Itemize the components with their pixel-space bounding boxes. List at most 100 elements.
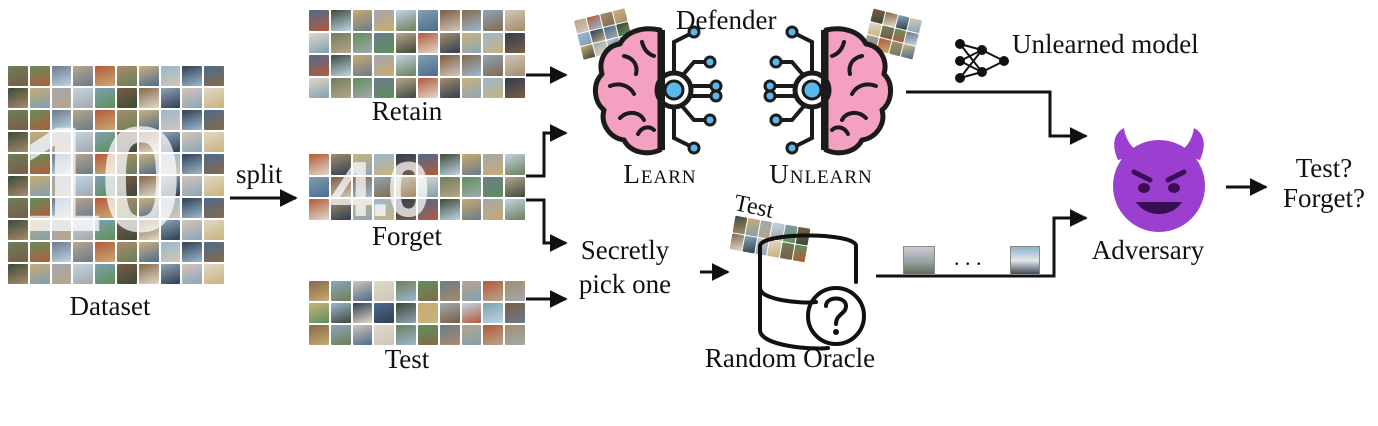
thumbnail-image <box>8 88 28 108</box>
thumbnail-image <box>8 220 28 240</box>
thumbnail-image <box>51 264 72 284</box>
retain-label: Retain <box>371 96 443 126</box>
thumbnail-image <box>160 154 181 174</box>
thumbnail-image <box>182 198 203 218</box>
thumbnail-image <box>374 10 395 31</box>
thumbnail-image <box>73 220 94 240</box>
thumbnail-image <box>138 66 159 86</box>
thumbnail-image <box>439 325 460 345</box>
thumbnail-image <box>374 303 395 323</box>
thumbnail-image <box>330 325 351 345</box>
thumbnail-image <box>204 198 224 218</box>
thumbnail-image <box>51 220 72 240</box>
thumbnail-image <box>352 32 373 53</box>
thumbnail-image <box>182 176 203 196</box>
thumbnail-image <box>483 32 504 53</box>
thumbnail-image <box>95 132 115 152</box>
thumbnail-image <box>505 55 525 76</box>
thumbnail-image <box>417 77 438 98</box>
thumbnail-image <box>330 77 351 98</box>
thumbnail-image <box>160 264 181 284</box>
thumbnail-image <box>309 55 329 76</box>
thumbnail-image <box>439 32 460 53</box>
thumbnail-image <box>461 154 482 175</box>
thumbnail-image <box>8 66 28 86</box>
thumbnail-image <box>73 242 94 262</box>
thumbnail-image <box>8 198 28 218</box>
thumbnail-image <box>116 66 137 86</box>
thumbnail-image <box>396 77 416 98</box>
thumbnail-image <box>439 199 460 220</box>
thumbnail-image <box>8 110 28 130</box>
thumbnail-image <box>352 176 373 198</box>
thumbnail-image <box>461 77 482 98</box>
thumbnail-image <box>160 132 181 152</box>
unlearn-label: Unlearn <box>769 159 873 189</box>
thumbnail-image <box>417 10 438 31</box>
thumbnail-image <box>330 10 351 31</box>
thumbnail-image <box>116 132 137 152</box>
thumbnail-image <box>417 325 438 345</box>
thumbnail-image <box>483 199 504 220</box>
thumbnail-image <box>29 264 50 284</box>
thumbnail-image <box>51 154 72 174</box>
thumbnail-image <box>374 154 395 175</box>
thumbnail-image <box>95 66 115 86</box>
thumbnail-image <box>204 88 224 108</box>
brain-learn-icon <box>593 25 723 156</box>
thumbnail-image <box>309 32 329 53</box>
thumbnail-image <box>396 55 416 76</box>
thumbnail-image <box>396 10 416 31</box>
thumbnail-image <box>483 303 504 323</box>
thumbnail-image <box>330 154 351 175</box>
thumbnail-image <box>51 66 72 86</box>
secretly-pick-line2: pick one <box>578 269 672 299</box>
thumbnail-image <box>204 132 224 152</box>
thumbnail-image <box>439 55 460 76</box>
thumbnail-image <box>182 220 203 240</box>
thumbnail-image <box>330 281 351 301</box>
thumbnail-image <box>309 199 329 220</box>
dataset-image-grid <box>8 66 224 284</box>
thumbnail-image <box>330 176 351 198</box>
retain-image-grid <box>309 10 525 98</box>
thumbnail-image <box>439 77 460 98</box>
thumbnail-image <box>116 154 137 174</box>
thumbnail-image <box>73 66 94 86</box>
thumbnail-image <box>182 264 203 284</box>
thumbnail-image <box>95 220 115 240</box>
secretly-pick-line1: Secretly <box>580 235 670 265</box>
smiling-devil-emoji-icon <box>1113 128 1205 232</box>
thumbnail-image <box>73 110 94 130</box>
thumbnail-image <box>182 132 203 152</box>
question-line1: Test? <box>1295 153 1353 183</box>
thumbnail-image <box>505 176 525 198</box>
random-oracle-label: Random Oracle <box>704 343 876 373</box>
thumbnail-image <box>116 198 137 218</box>
neural-network-icon <box>955 39 1009 83</box>
test-image-grid <box>309 281 525 345</box>
thumbnail-image <box>73 154 94 174</box>
thumbnail-image <box>95 88 115 108</box>
thumbnail-image <box>73 198 94 218</box>
thumbnail-image <box>352 303 373 323</box>
thumbnail-image <box>505 32 525 53</box>
thumbnail-image <box>51 132 72 152</box>
thumbnail-image <box>160 176 181 196</box>
thumbnail-image <box>182 110 203 130</box>
model-to-adversary-arrow <box>906 90 1088 145</box>
thumbnail-image <box>116 242 137 262</box>
thumbnail-image <box>439 281 460 301</box>
thumbnail-image <box>309 325 329 345</box>
thumbnail-image <box>138 220 159 240</box>
dataset-label: Dataset <box>69 291 151 321</box>
thumbnail-image <box>461 32 482 53</box>
thumbnail-image <box>138 88 159 108</box>
thumbnail-image <box>374 176 395 198</box>
thumbnail-image <box>29 242 50 262</box>
thumbnail-image <box>483 77 504 98</box>
thumbnail-image <box>439 303 460 323</box>
thumbnail-image <box>309 303 329 323</box>
thumbnail-image <box>138 264 159 284</box>
